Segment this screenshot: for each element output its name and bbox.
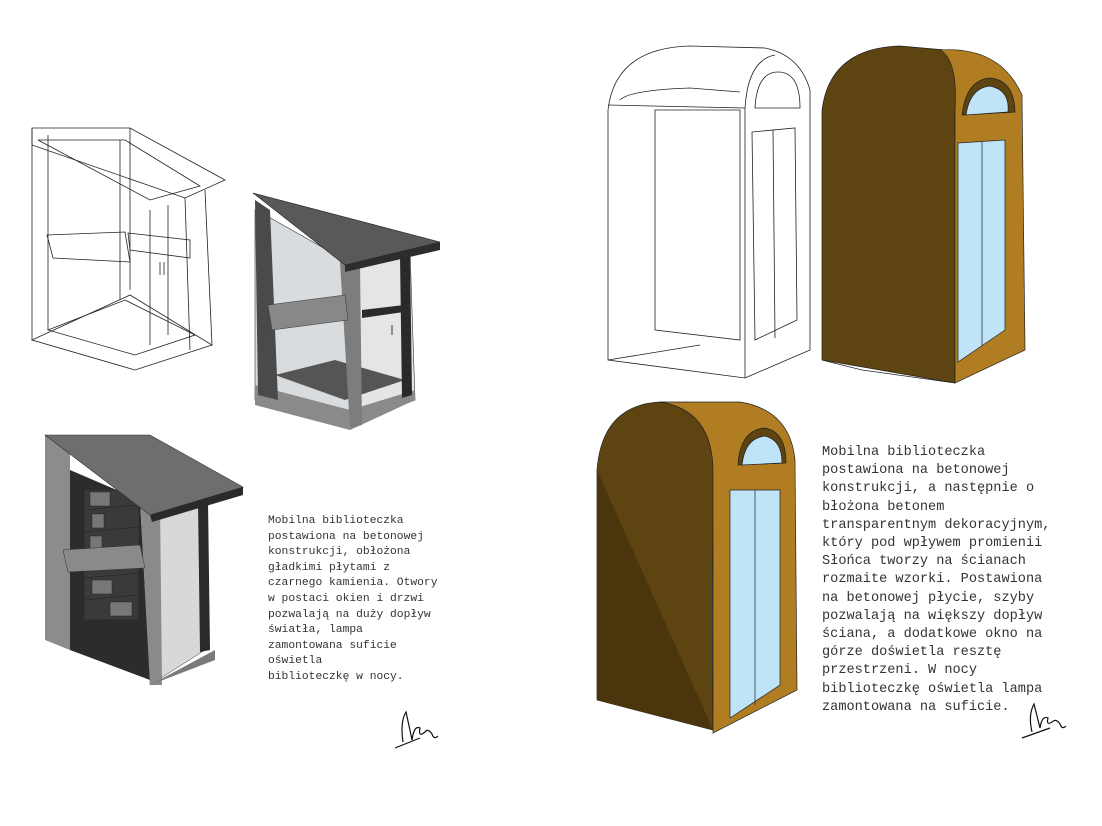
description-stone-kiosk: Mobilna biblioteczka postawiona na beton…: [268, 515, 438, 683]
wireframe-kiosk-left: [30, 127, 226, 371]
stone-kiosk-render: [44, 434, 244, 686]
wireframe-arch-kiosk: [607, 45, 811, 379]
grey-kiosk-render: [252, 192, 441, 430]
gold-arch-kiosk-front: [596, 401, 798, 734]
gold-arch-kiosk: [821, 45, 1026, 384]
signature-right: [1021, 702, 1067, 739]
signature-left: [394, 710, 439, 749]
description-concrete-kiosk: Mobilna biblioteczka postawiona na beton…: [822, 445, 1051, 715]
